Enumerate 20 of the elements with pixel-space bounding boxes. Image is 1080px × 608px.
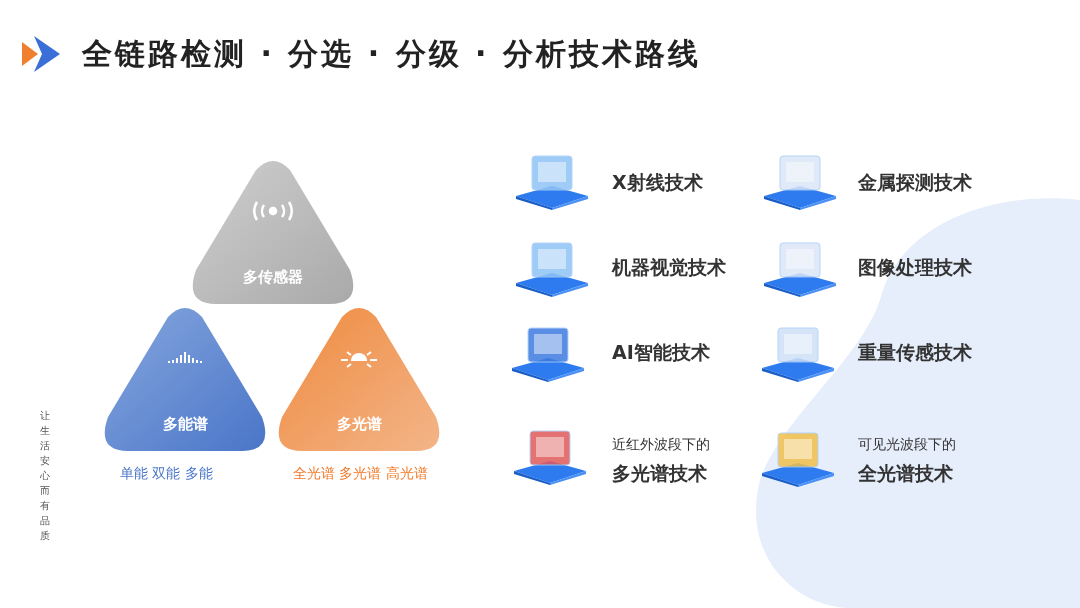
node-label: 多光谱 [335, 415, 383, 434]
tech-label: 多光谱技术 [612, 461, 707, 486]
tech-subtitle: 近红外波段下的 [612, 436, 710, 454]
tech-label: 图像处理技术 [858, 255, 972, 280]
tech-subtitle: 可见光波段下的 [858, 436, 956, 454]
tech-label: 重量传感技术 [858, 340, 972, 365]
slide-title: 全链路检测 · 分选 · 分级 · 分析技术路线 [82, 35, 701, 73]
tech-label: AI智能技术 [612, 340, 710, 365]
node-label: 多能谱 [161, 415, 209, 434]
vertical-slogan: 让生活安心而有品质 [40, 409, 51, 543]
triangle-shape [102, 305, 268, 453]
tech-label: 全光谱技术 [858, 461, 953, 486]
node-label: 多传感器 [242, 268, 304, 287]
tech-label: 机器视觉技术 [612, 255, 726, 280]
triangle-shape [190, 158, 356, 306]
tech-label: X射线技术 [612, 170, 703, 195]
sub-caption: 全光谱 多光谱 高光谱 [293, 465, 428, 483]
tech-label: 金属探测技术 [858, 170, 972, 195]
triangle-shape [276, 305, 442, 453]
sub-caption: 单能 双能 多能 [120, 465, 213, 483]
